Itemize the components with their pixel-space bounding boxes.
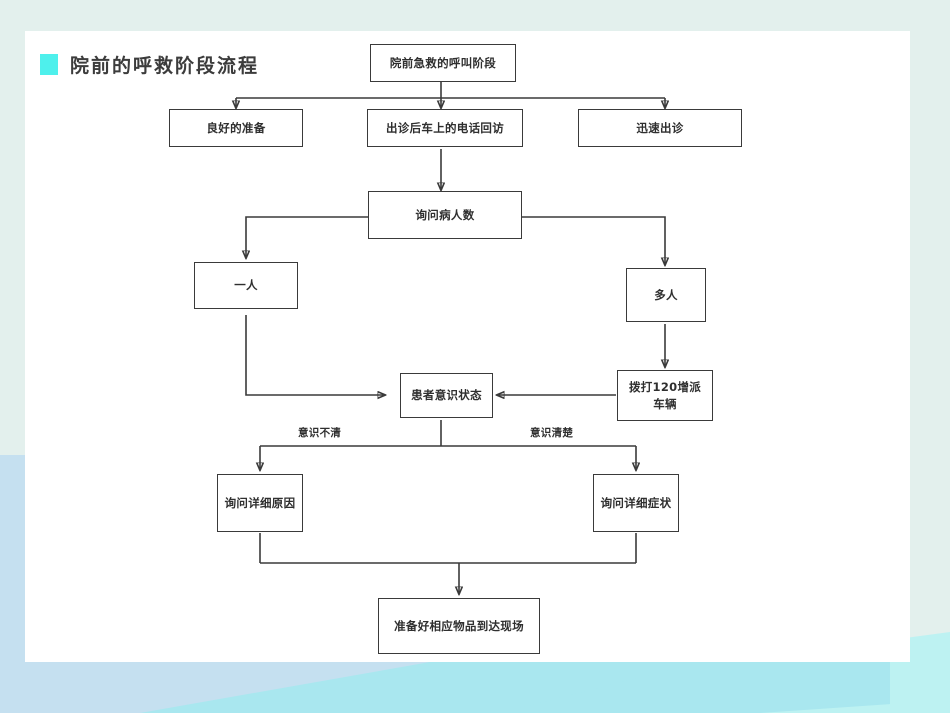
node-prehospital-call-stage[interactable]: 院前急救的呼叫阶段 xyxy=(370,44,516,82)
node-call-120-extra-vehicle[interactable]: 拨打120增派 车辆 xyxy=(617,370,713,421)
node-patient-consciousness-state[interactable]: 患者意识状态 xyxy=(400,373,493,418)
page-title: 院前的呼救阶段流程 xyxy=(40,51,259,78)
edge-label-unclear-consciousness: 意识不清 xyxy=(298,427,342,439)
node-ask-patient-count[interactable]: 询问病人数 xyxy=(368,191,522,239)
node-ask-detailed-symptoms[interactable]: 询问详细症状 xyxy=(593,474,679,532)
node-multiple-people[interactable]: 多人 xyxy=(626,268,706,322)
node-rapid-dispatch[interactable]: 迅速出诊 xyxy=(578,109,742,147)
edge-label-clear-consciousness: 意识清楚 xyxy=(530,427,574,439)
title-bullet-icon xyxy=(40,54,58,75)
page-title-text: 院前的呼救阶段流程 xyxy=(70,55,260,77)
node-one-person[interactable]: 一人 xyxy=(194,262,298,309)
node-phone-followup[interactable]: 出诊后车上的电话回访 xyxy=(367,109,523,147)
node-prepare-items-arrive-scene[interactable]: 准备好相应物品到达现场 xyxy=(378,598,540,654)
node-good-preparation[interactable]: 良好的准备 xyxy=(169,109,303,147)
node-ask-detailed-reason[interactable]: 询问详细原因 xyxy=(217,474,303,532)
